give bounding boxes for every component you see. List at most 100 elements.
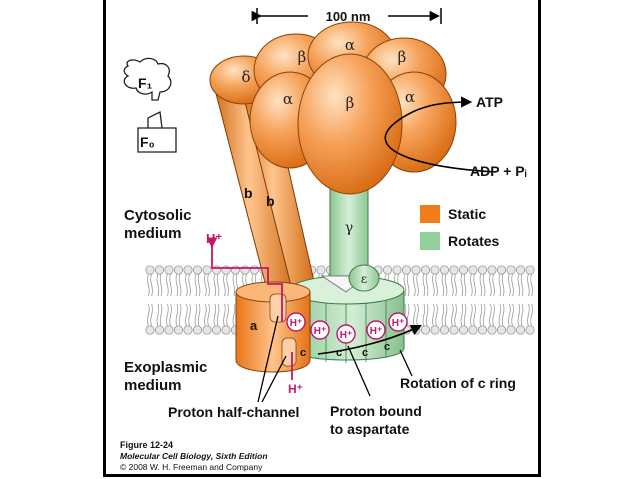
figure-number: Figure 12-24 bbox=[120, 440, 174, 450]
lipid-tail bbox=[216, 303, 220, 327]
lipid-head bbox=[515, 265, 526, 275]
lipid-tail bbox=[204, 273, 207, 297]
lipid-tail bbox=[175, 303, 179, 327]
lipid-tail bbox=[473, 273, 476, 297]
lipid-tail bbox=[489, 303, 492, 327]
subunit-b-label-1: b bbox=[244, 185, 253, 201]
lipid-tail bbox=[204, 303, 207, 327]
lipid-tail bbox=[473, 303, 476, 327]
proton-site-5: H⁺ bbox=[392, 318, 405, 329]
lipid-tail bbox=[147, 303, 150, 327]
lipid-head bbox=[496, 265, 507, 275]
lipid-tail bbox=[508, 273, 511, 297]
proton-site-3: H⁺ bbox=[340, 330, 353, 341]
lipid-tail bbox=[416, 273, 419, 297]
lipid-head bbox=[420, 265, 431, 275]
scale-label: 100 nm bbox=[326, 9, 371, 24]
lipid-head bbox=[211, 325, 222, 335]
legend-rotates-swatch bbox=[420, 232, 440, 250]
c-label-1: c bbox=[336, 347, 342, 359]
alpha-label-3: α bbox=[405, 88, 415, 106]
lipid-tail bbox=[432, 303, 435, 327]
lipid-tail bbox=[492, 273, 495, 297]
gamma-label: γ bbox=[345, 220, 353, 236]
lipid-tail bbox=[454, 273, 457, 297]
lipid-tail bbox=[413, 303, 416, 327]
f1-label: F₁ bbox=[138, 75, 153, 91]
lipid-tail bbox=[463, 273, 467, 297]
lipid-tail bbox=[188, 303, 191, 327]
lipid-tail bbox=[197, 273, 201, 297]
c-label-a: c bbox=[300, 347, 306, 359]
lipid-tail bbox=[422, 273, 426, 297]
figure-book-title: Molecular Cell Biology, Sixth Edition bbox=[120, 451, 268, 461]
lipid-tail bbox=[517, 303, 521, 327]
lipid-tail bbox=[498, 303, 502, 327]
lipid-head bbox=[230, 265, 241, 275]
lipid-tail bbox=[226, 303, 229, 327]
lipid-tail bbox=[406, 303, 410, 327]
lipid-head bbox=[525, 325, 535, 335]
lipid-head bbox=[211, 265, 222, 275]
lipid-tail bbox=[226, 273, 229, 297]
lipid-tail bbox=[178, 273, 182, 297]
exoplasmic-label-line2: medium bbox=[124, 377, 182, 394]
a-label: a bbox=[250, 318, 258, 333]
lipid-head bbox=[430, 265, 440, 275]
lipid-head bbox=[515, 325, 526, 335]
lipid-tail bbox=[185, 303, 188, 327]
lipid-tail bbox=[422, 303, 426, 327]
lipid-tail bbox=[470, 273, 473, 297]
exoplasmic-label: Exoplasmic medium bbox=[124, 359, 207, 394]
lipid-tail bbox=[178, 303, 182, 327]
lipid-tail bbox=[460, 303, 464, 327]
alpha-label-2: α bbox=[283, 90, 293, 108]
lipid-tail bbox=[185, 273, 188, 297]
proton-site-4: H⁺ bbox=[370, 326, 383, 337]
lipid-head bbox=[468, 265, 478, 275]
lipid-tail bbox=[454, 303, 457, 327]
alpha-label-1: α bbox=[345, 36, 355, 54]
lipid-tail bbox=[150, 273, 153, 297]
lipid-tail bbox=[169, 303, 172, 327]
lipid-head bbox=[439, 325, 450, 335]
lipid-tail bbox=[479, 303, 483, 327]
proton-sites: H⁺ H⁺ H⁺ H⁺ H⁺ bbox=[286, 312, 408, 344]
lipid-head bbox=[192, 325, 203, 335]
lipid-head bbox=[173, 325, 184, 335]
lipid-tail bbox=[489, 273, 492, 297]
legend: Static Rotates bbox=[420, 205, 500, 250]
lipid-tail bbox=[492, 303, 495, 327]
figure-copyright: © 2008 W. H. Freeman and Company bbox=[120, 462, 263, 472]
cytosolic-label-line1: Cytosolic bbox=[124, 207, 192, 224]
proton-label-top: H⁺ bbox=[206, 231, 222, 246]
scale-bar: 100 nm bbox=[251, 8, 442, 24]
lipid-tail bbox=[416, 303, 419, 327]
lipid-head bbox=[164, 325, 174, 335]
legend-static-swatch bbox=[420, 205, 440, 223]
lipid-tail bbox=[150, 303, 153, 327]
cytosolic-label: Cytosolic medium bbox=[124, 207, 192, 242]
lipid-head bbox=[496, 325, 507, 335]
proton-bound-label-line1: Proton bound bbox=[330, 403, 422, 419]
lipid-tail bbox=[425, 273, 429, 297]
lipid-tail bbox=[527, 273, 530, 297]
lipid-tail bbox=[530, 303, 533, 327]
lipid-tail bbox=[501, 303, 505, 327]
atp-label: ATP bbox=[476, 94, 503, 110]
f1-head: β α β α β α bbox=[249, 21, 457, 195]
c-label-3: c bbox=[384, 341, 390, 353]
lipid-tail bbox=[169, 273, 172, 297]
lipid-tail bbox=[517, 273, 521, 297]
lipid-head bbox=[439, 265, 450, 275]
subunit-b-label-2: b bbox=[266, 193, 275, 209]
lipid-head bbox=[202, 325, 212, 335]
lipid-head bbox=[401, 265, 412, 275]
lipid-tail bbox=[223, 303, 226, 327]
lipid-tail bbox=[194, 303, 198, 327]
lipid-tail bbox=[470, 303, 473, 327]
lipid-tail bbox=[451, 273, 454, 297]
lipid-tail bbox=[432, 273, 435, 297]
lipid-tail bbox=[508, 303, 511, 327]
